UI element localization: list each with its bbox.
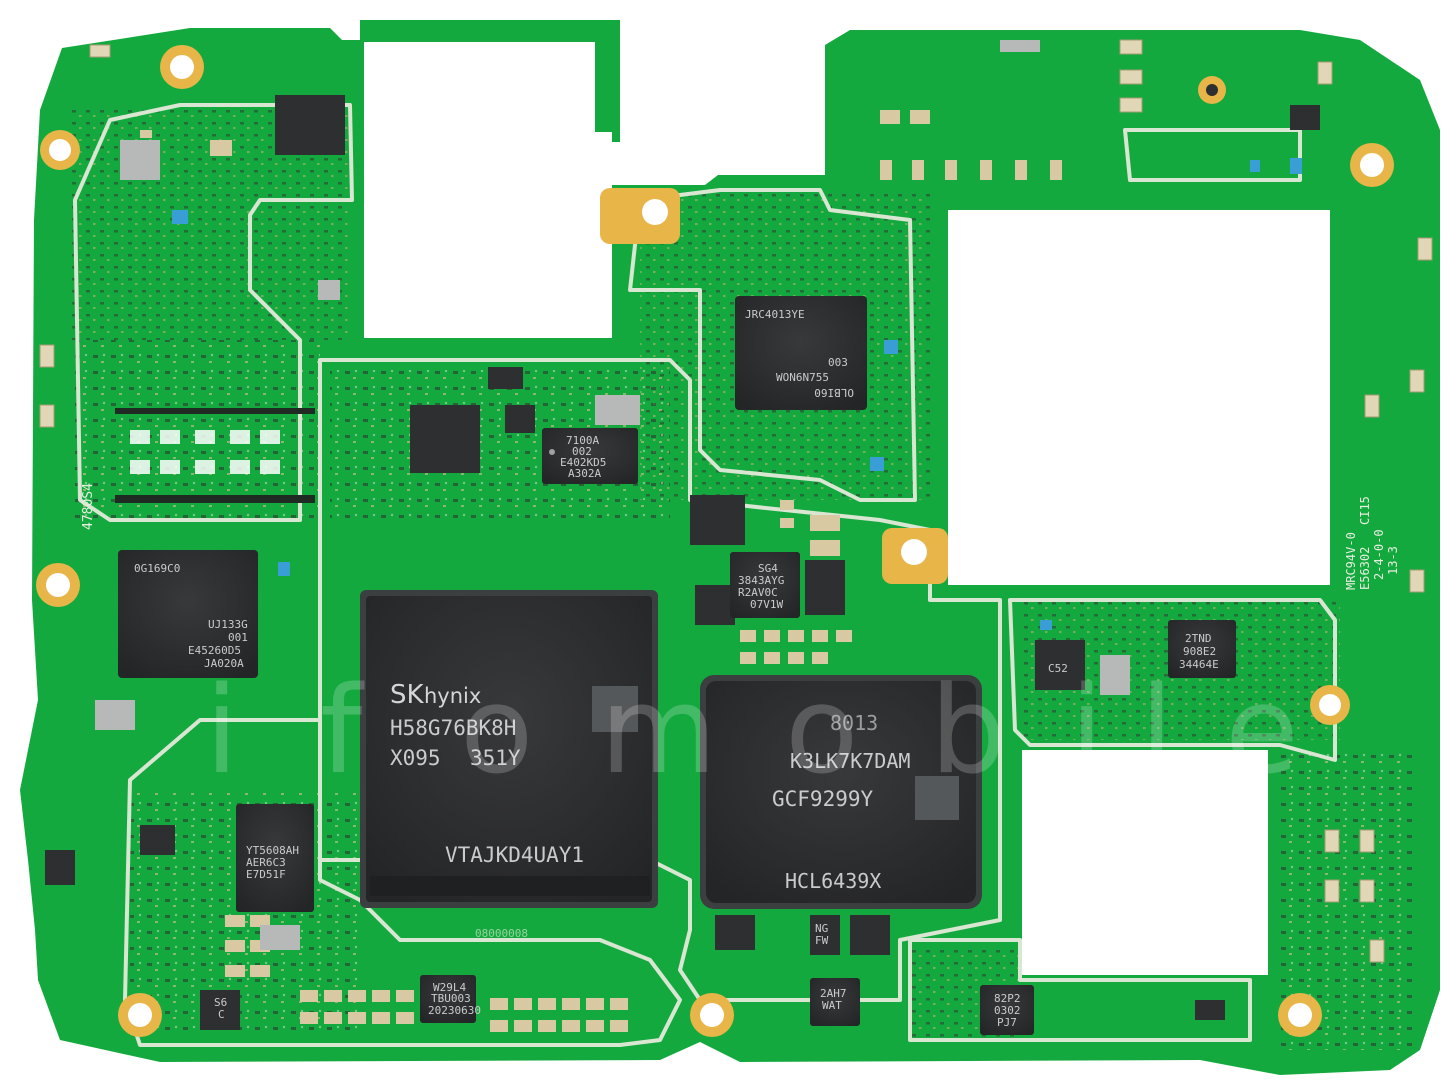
sg4-chip: SG4 3843AYG R2AV0C 07V1W — [730, 552, 800, 618]
ng-line2: FW — [815, 934, 829, 947]
modem-line3: WON6N755 — [776, 371, 829, 384]
silk-bottom-code: 08000008 — [475, 927, 528, 940]
audio-line1: YT5608AH — [246, 844, 299, 857]
sg4-line3: R2AV0C — [738, 586, 778, 599]
chip-sensor-hub — [410, 405, 480, 473]
modem-line1: JRC4013YE — [745, 308, 805, 321]
watermark: i f o m o b i l e — [205, 662, 1299, 801]
w29-chip: W29L4 TBU003 20230630 — [420, 975, 481, 1023]
watermark-letter-6: b — [930, 662, 1006, 801]
storage-line1: 8013 — [830, 711, 878, 735]
s6-chip: S6 C — [214, 996, 227, 1021]
power-small-line3: E402KD5 — [560, 456, 606, 469]
watermark-letter-8: l — [1140, 662, 1173, 801]
modem-line4: OLBI60 — [814, 386, 854, 399]
w29-line2: TBU003 — [431, 992, 471, 1005]
ram-line2a: X095 — [390, 746, 441, 770]
pmic-chip: 0G169C0 UJ133G 001 E45260D5 JA020A — [118, 550, 258, 678]
silk-right-line2: E56302 — [1358, 547, 1372, 590]
silk-right-line3: CI15 — [1358, 496, 1372, 525]
ram-brand-hynix: hynix — [424, 684, 481, 708]
modem-line2: 003 — [828, 356, 848, 369]
ahw-line2: WAT — [822, 999, 842, 1012]
watermark-letter-9: e — [1225, 662, 1299, 801]
sg4-line4: 07V1W — [750, 598, 783, 611]
passive-components — [39, 39, 1433, 1032]
tnd-line3: 34464E — [1179, 658, 1219, 671]
pp2-chip: 82P2 0302 PJ7 — [980, 985, 1034, 1035]
ram-line3: VTAJKD4UAY1 — [445, 843, 584, 867]
sg4-line1: SG4 — [758, 562, 778, 575]
ram-qr-code — [592, 686, 638, 732]
s6-line2: C — [218, 1008, 225, 1021]
watermark-letter-5: o — [785, 662, 858, 801]
ahw-chip: 2AH7 WAT — [810, 978, 860, 1026]
storage-line2: K3LK7K7DAM — [790, 749, 910, 773]
storage-line4: HCL6439X — [785, 869, 881, 893]
mounting-holes — [36, 45, 1394, 1037]
storage-line3: GCF9299Y — [772, 787, 874, 811]
ram-brand-sk: SK — [390, 680, 425, 710]
watermark-letter-4: m — [600, 662, 717, 801]
pp2-line3: PJ7 — [997, 1016, 1017, 1029]
ram-line1: H58G76BK8H — [390, 716, 516, 740]
cutout-top — [364, 42, 612, 338]
power-small-line4: A302A — [568, 467, 601, 480]
s6-line1: S6 — [214, 996, 227, 1009]
shield-outlines — [73, 103, 1337, 1047]
cutout-bottom-right — [1022, 750, 1268, 975]
ram-chip: SK hynix H58G76BK8H X095 351Y VTAJKD4UAY… — [360, 590, 658, 908]
silk-right-line1: MRC94V-0 — [1344, 532, 1358, 590]
pmic-line4: E45260D5 — [188, 644, 241, 657]
watermark-letter-7: i — [1070, 662, 1103, 801]
w29-line1: W29L4 — [433, 981, 466, 994]
watermark-letter-3: o — [460, 662, 533, 801]
sg4-line2: 3843AYG — [738, 574, 784, 587]
audio-chip: YT5608AH AER6C3 E7D51F — [236, 804, 314, 912]
pmic-line5: JA020A — [204, 657, 244, 670]
chip-top-left-ic — [275, 95, 345, 155]
ng-line1: NG — [815, 922, 828, 935]
w29-line3: 20230630 — [428, 1004, 481, 1017]
pp2-line2: 0302 — [994, 1004, 1021, 1017]
c52-label: C52 — [1048, 662, 1068, 675]
storage-chip: 8013 K3LK7K7DAM GCF9299Y HCL6439X — [700, 675, 982, 909]
ahw-line1: 2AH7 — [820, 987, 847, 1000]
power-small-line1: 7100A — [566, 434, 599, 447]
modem-chip: JRC4013YE 003 WON6N755 OLBI60 — [735, 296, 867, 410]
power-small-line2: 002 — [572, 445, 592, 458]
tnd-chip: 2TND 908E2 34464E — [1168, 620, 1236, 678]
audio-line2: AER6C3 — [246, 856, 286, 869]
watermark-letter-2: f — [320, 662, 365, 801]
tnd-line2: 908E2 — [1183, 645, 1216, 658]
watermark-letter-1: i — [205, 662, 238, 801]
tnd-line1: 2TND — [1185, 632, 1212, 645]
ng-chip: NG FW — [815, 922, 829, 947]
ram-line2b: 351Y — [470, 746, 521, 770]
silk-right-line4: 2-4-0-0 — [1372, 529, 1386, 580]
power-small-chip: 7100A 002 E402KD5 A302A — [542, 428, 638, 484]
cutout-right — [948, 210, 1330, 585]
storage-qr-code — [915, 776, 959, 820]
pmic-line1: 0G169C0 — [134, 562, 180, 575]
pp2-line1: 82P2 — [994, 992, 1021, 1005]
audio-line3: E7D51F — [246, 868, 286, 881]
pmic-line3: 001 — [228, 631, 248, 644]
silk-right-line5: 13-3 — [1386, 546, 1400, 575]
pmic-line2: UJ133G — [208, 618, 248, 631]
silk-left-code: 4780S4 — [81, 483, 96, 530]
silk-right-block: MRC94V-0 E56302 CI15 2-4-0-0 13-3 — [1344, 496, 1400, 590]
